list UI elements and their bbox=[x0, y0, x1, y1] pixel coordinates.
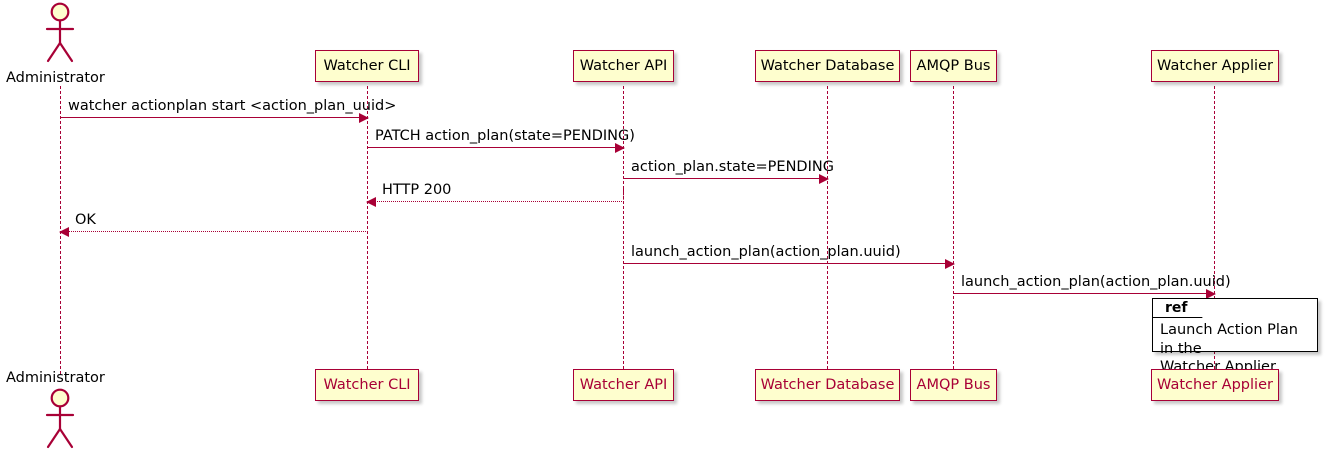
message-line bbox=[953, 293, 1215, 294]
message-line bbox=[623, 263, 954, 264]
message-label: action_plan.state=PENDING bbox=[631, 158, 834, 175]
lifeline-watcher-cli bbox=[367, 86, 368, 374]
participant-label-watcher-database-top: Watcher Database bbox=[760, 57, 895, 74]
message-label: watcher actionplan start <action_plan_uu… bbox=[68, 97, 397, 114]
ref-fragment-keyword: ref bbox=[1153, 299, 1203, 318]
participant-label-watcher-applier-top: Watcher Applier bbox=[1157, 57, 1273, 74]
participant-label-watcher-api-top: Watcher API bbox=[579, 57, 668, 74]
message-label: launch_action_plan(action_plan.uuid) bbox=[631, 243, 901, 260]
participant-label-watcher-database-bottom: Watcher Database bbox=[760, 376, 895, 393]
participant-label-watcher-cli-bottom: Watcher CLI bbox=[323, 376, 411, 393]
message-line bbox=[367, 201, 624, 202]
participant-box-amqp-bus-top[interactable]: AMQP Bus bbox=[910, 50, 997, 82]
participant-box-watcher-api-top[interactable]: Watcher API bbox=[573, 50, 674, 82]
participant-box-watcher-applier-top[interactable]: Watcher Applier bbox=[1151, 50, 1279, 82]
arrow-head-icon bbox=[366, 196, 376, 207]
ref-fragment-line-1: Launch Action Plan in the bbox=[1160, 322, 1298, 357]
participant-label-watcher-api-bottom: Watcher API bbox=[579, 376, 668, 393]
message-line bbox=[367, 147, 624, 148]
message-line bbox=[60, 231, 368, 232]
participant-label-amqp-bus-top: AMQP Bus bbox=[916, 57, 991, 74]
arrow-head-icon bbox=[59, 226, 69, 237]
participant-label-watcher-cli-top: Watcher CLI bbox=[323, 57, 411, 74]
arrow-head-icon bbox=[819, 173, 829, 184]
participant-box-watcher-cli-top[interactable]: Watcher CLI bbox=[315, 50, 419, 82]
actor-administrator-bottom bbox=[39, 388, 83, 450]
message-line bbox=[623, 178, 828, 179]
participant-box-watcher-database-top[interactable]: Watcher Database bbox=[755, 50, 900, 82]
message-label: HTTP 200 bbox=[382, 181, 452, 198]
participant-box-watcher-api-bottom[interactable]: Watcher API bbox=[573, 369, 674, 401]
actor-administrator-top bbox=[39, 2, 83, 64]
participant-box-amqp-bus-bottom[interactable]: AMQP Bus bbox=[910, 369, 997, 401]
message-line bbox=[60, 117, 368, 118]
message-label: PATCH action_plan(state=PENDING) bbox=[375, 127, 635, 144]
participant-label-watcher-applier-bottom: Watcher Applier bbox=[1157, 376, 1273, 393]
actor-label-administrator-top: Administrator bbox=[6, 70, 105, 86]
participant-box-watcher-database-bottom[interactable]: Watcher Database bbox=[755, 369, 900, 401]
lifeline-watcher-applier bbox=[1214, 86, 1215, 374]
ref-fragment: ref Launch Action Plan in the Watcher Ap… bbox=[1152, 298, 1318, 375]
message-label: OK bbox=[75, 211, 96, 228]
arrow-head-icon bbox=[615, 142, 625, 153]
arrow-head-icon bbox=[359, 112, 369, 123]
actor-label-administrator-bottom: Administrator bbox=[6, 370, 105, 386]
arrow-head-icon bbox=[1206, 288, 1216, 299]
message-label: launch_action_plan(action_plan.uuid) bbox=[961, 273, 1231, 290]
lifeline-watcher-database bbox=[827, 86, 828, 374]
lifeline-watcher-api-return-stub bbox=[623, 188, 624, 204]
arrow-head-icon bbox=[945, 258, 955, 269]
lifeline-amqp-bus bbox=[953, 86, 954, 374]
participant-label-amqp-bus-bottom: AMQP Bus bbox=[916, 376, 991, 393]
participant-box-watcher-applier-bottom[interactable]: Watcher Applier bbox=[1151, 369, 1279, 401]
participant-box-watcher-cli-bottom[interactable]: Watcher CLI bbox=[315, 369, 419, 401]
lifeline-watcher-api bbox=[623, 86, 624, 374]
